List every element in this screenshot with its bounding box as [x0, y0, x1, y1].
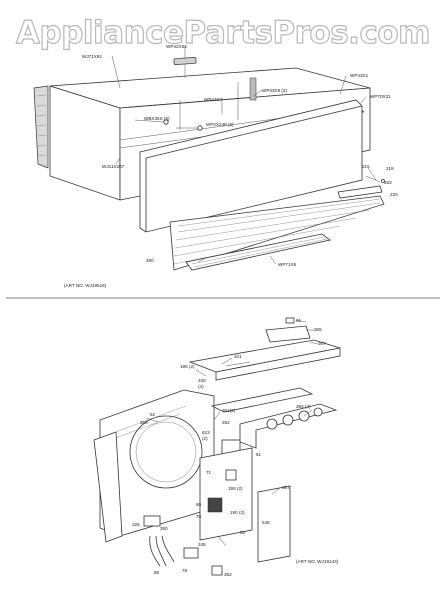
- label-365b: 365: [140, 420, 148, 425]
- label-wj11x207: WJ11X207: [102, 164, 125, 169]
- label-53: 53: [240, 530, 246, 535]
- watermark: AppliancePartsPros.com: [16, 15, 430, 51]
- label-wp71x6: WP71X6: [278, 262, 297, 267]
- label-623: 623: [202, 430, 210, 435]
- label-283: 283: [384, 180, 392, 185]
- label-61: 61: [296, 318, 302, 323]
- filter-strip: [337, 185, 383, 199]
- label-wp43x1: WP43X1: [350, 73, 369, 78]
- mounting-shelf: [210, 387, 314, 413]
- label-88: 88: [154, 570, 160, 575]
- label-wp43x7: WP43X7: [204, 97, 223, 102]
- label-350: 350: [160, 526, 168, 531]
- label-220: 220: [390, 192, 398, 197]
- label-70: 70: [196, 514, 202, 519]
- label-wp2x248: WP2X248 (6): [206, 122, 234, 127]
- label-51: 51: [256, 452, 262, 457]
- left-trim-strip: [33, 85, 49, 169]
- side-bracket: [93, 431, 123, 543]
- label-215: 215: [362, 164, 370, 169]
- air-grille: [169, 195, 385, 271]
- control-box: [199, 447, 253, 541]
- upper-assembly: WP42X53 WJ71X92 WP43X1 WP43X9 (2) WP70X3…: [33, 44, 398, 288]
- label-189: 189 (2): [228, 486, 243, 491]
- label-280: 280: [146, 258, 154, 263]
- label-325: 325: [132, 522, 140, 527]
- label-352b: 352: [224, 572, 232, 577]
- label-341: (4): [198, 384, 204, 389]
- label-wp70x31: WP70X31: [370, 94, 391, 99]
- capacitor-clip: [143, 515, 161, 527]
- label-548: 548: [262, 520, 270, 525]
- lower-art-number: (ART NO. WJ19143): [296, 559, 339, 564]
- label-78: 78: [182, 568, 188, 573]
- label-394: 394 (4): [296, 404, 311, 409]
- label-340: 340: [198, 378, 206, 383]
- top-cover-plate: [265, 325, 311, 343]
- right-cover-panel: [257, 485, 291, 563]
- label-322: (2): [202, 436, 208, 441]
- label-367: 367: [318, 341, 326, 346]
- label-52: 52: [150, 412, 156, 417]
- label-190: 190 (2): [230, 510, 245, 515]
- label-wbx35: WBX35S (6): [144, 116, 170, 121]
- label-71: 71: [206, 470, 212, 475]
- top-handle: [173, 56, 197, 66]
- label-351: 351(2): [222, 408, 236, 413]
- label-345: 345: [198, 542, 206, 547]
- label-186: 186 (2): [180, 364, 195, 369]
- lower-assembly: 61 365 367 101 186 (2) 340 (4) 52 365 35…: [93, 317, 341, 577]
- label-387: 387: [282, 485, 290, 490]
- label-wp43x9: WP43X9 (2): [262, 88, 287, 93]
- label-352: 352: [222, 420, 230, 425]
- label-218: 218: [386, 166, 394, 171]
- label-365: 365: [314, 327, 322, 332]
- mounting-bracket: [249, 77, 257, 101]
- fan-opening: [129, 415, 203, 489]
- label-101: 101: [234, 354, 242, 359]
- transformer: [207, 497, 223, 513]
- front-panel: [139, 99, 363, 233]
- wire-harness: [149, 535, 175, 567]
- label-60: 60: [196, 502, 202, 507]
- label-wp42x53: WP42X53: [166, 44, 187, 49]
- label-wj71x92: WJ71X92: [82, 54, 102, 59]
- upper-art-number: (ART NO. WJ19516): [64, 283, 107, 288]
